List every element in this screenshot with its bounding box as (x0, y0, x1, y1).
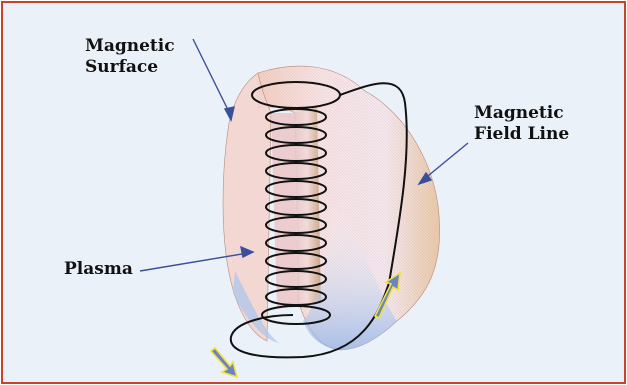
surface-pointer-arrow (193, 39, 231, 116)
magnetic-surface-label: Magnetic Surface (85, 36, 175, 78)
magnetic-surface-shape (223, 66, 440, 350)
downward-direction-arrow (211, 348, 237, 377)
magnetic-surface-label-line2: Surface (85, 57, 175, 78)
field-line-label-line1: Magnetic (474, 103, 569, 124)
plasma-label: Plasma (64, 259, 133, 280)
magnetic-field-line-label: Magnetic Field Line (474, 103, 569, 145)
field-line-pointer-arrow (423, 143, 468, 180)
magnetic-surface-label-line1: Magnetic (85, 36, 175, 57)
field-line-label-line2: Field Line (474, 124, 569, 145)
